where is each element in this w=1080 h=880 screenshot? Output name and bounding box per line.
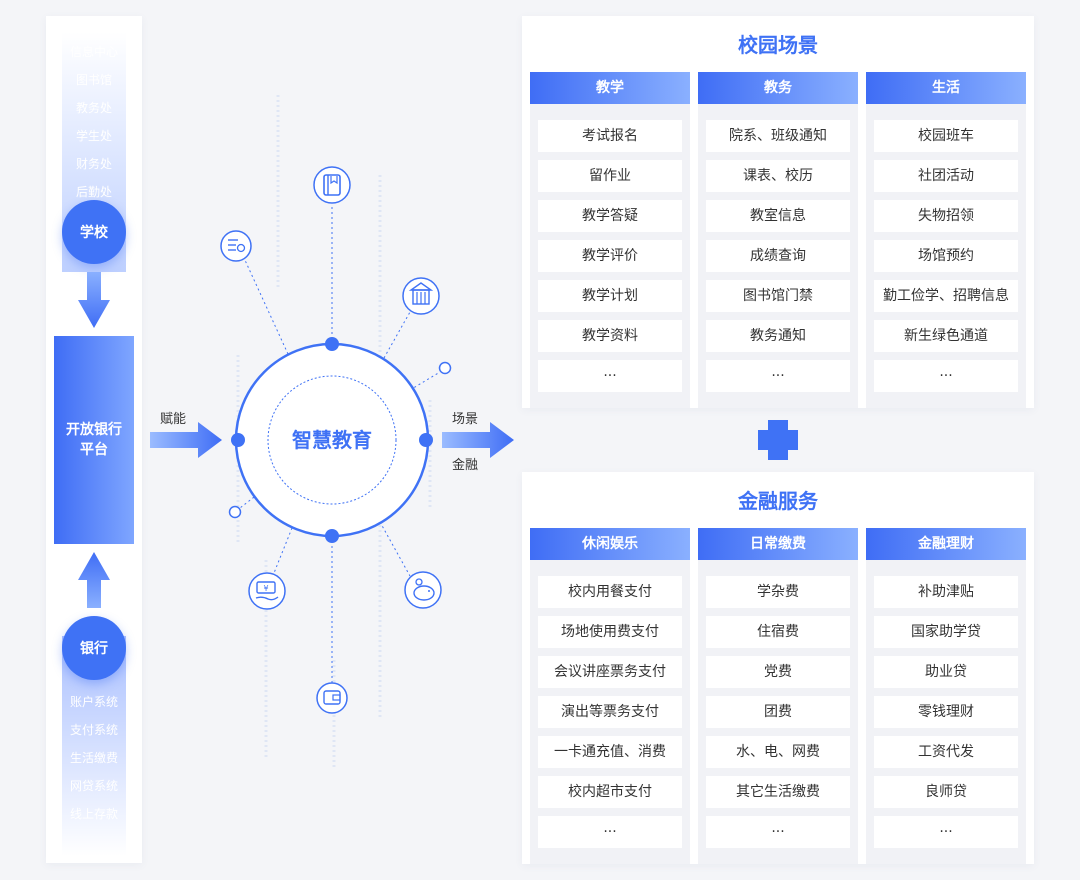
list-item[interactable]: 课表、校历 [706, 160, 850, 192]
finance-service-panel: 金融服务 休闲娱乐 校内用餐支付 场地使用费支付 会议讲座票务支付 演出等票务支… [522, 472, 1034, 864]
list-item[interactable]: 校内超市支付 [538, 776, 682, 808]
list-item[interactable]: 教室信息 [706, 200, 850, 232]
list-item[interactable]: 团费 [706, 696, 850, 728]
campus-title: 校园场景 [738, 33, 818, 57]
list-item[interactable]: 教学评价 [538, 240, 682, 272]
arrow-up-icon [78, 552, 110, 608]
scene-label: 场景 [452, 412, 479, 427]
campus-column-affairs: 教务 院系、班级通知 课表、校历 教室信息 成绩查询 图书馆门禁 教务通知 ··… [698, 72, 858, 408]
bank-item: 账户系统 [69, 695, 118, 709]
list-item[interactable]: 成绩查询 [706, 240, 850, 272]
empower-label: 赋能 [160, 412, 187, 427]
list-item[interactable]: 社团活动 [874, 160, 1018, 192]
list-item[interactable]: 勤工俭学、招聘信息 [874, 280, 1018, 312]
list-item[interactable]: 教学资料 [538, 320, 682, 352]
bank-item: 支付系统 [69, 723, 118, 737]
list-item[interactable]: 留作业 [538, 160, 682, 192]
list-item[interactable]: 水、电、网费 [706, 736, 850, 768]
list-item[interactable]: 教务通知 [706, 320, 850, 352]
list-item[interactable]: 国家助学贷 [874, 616, 1018, 648]
list-item[interactable]: 助业贷 [874, 656, 1018, 688]
plus-icon-bar [758, 430, 798, 450]
bank-system-list: 账户系统 支付系统 生活缴费 网贷系统 线上存款 [46, 688, 142, 828]
list-item[interactable]: 党费 [706, 656, 850, 688]
finance-title: 金融服务 [738, 489, 818, 513]
campus-scene-panel: 校园场景 教学 考试报名 留作业 教学答疑 教学评价 教学计划 教学资料 ···… [522, 16, 1034, 408]
school-item: 学生处 [75, 129, 112, 143]
platform-line2: 平台 [80, 442, 108, 458]
piggy-bank-icon [404, 571, 442, 609]
school-item: 后勤处 [75, 185, 112, 199]
more-item[interactable]: ··· [706, 816, 850, 848]
list-item[interactable]: 新生绿色通道 [874, 320, 1018, 352]
bank-node: 银行 [62, 616, 126, 680]
list-item[interactable]: 校园班车 [874, 120, 1018, 152]
list-item[interactable]: 良师贷 [874, 776, 1018, 808]
bank-item: 线上存款 [69, 807, 118, 821]
list-item[interactable]: 一卡通充值、消费 [538, 736, 682, 768]
list-item[interactable]: 图书馆门禁 [706, 280, 850, 312]
list-item[interactable]: 教学答疑 [538, 200, 682, 232]
finance-column-leisure: 休闲娱乐 校内用餐支付 场地使用费支付 会议讲座票务支付 演出等票务支付 一卡通… [530, 528, 690, 864]
more-item[interactable]: ··· [538, 816, 682, 848]
settings-list-icon [220, 230, 252, 262]
column-header: 休闲娱乐 [530, 528, 690, 560]
list-item[interactable]: 场地使用费支付 [538, 616, 682, 648]
column-header: 生活 [866, 72, 1026, 104]
hub-inner-ring [267, 375, 397, 505]
school-item: 图书馆 [75, 73, 112, 87]
list-item[interactable]: 补助津贴 [874, 576, 1018, 608]
campus-column-teaching: 教学 考试报名 留作业 教学答疑 教学评价 教学计划 教学资料 ··· [530, 72, 690, 408]
list-item[interactable]: 校内用餐支付 [538, 576, 682, 608]
column-header: 日常缴费 [698, 528, 858, 560]
list-item[interactable]: 住宿费 [706, 616, 850, 648]
list-item[interactable]: 教学计划 [538, 280, 682, 312]
open-banking-platform: 开放银行 平台 [54, 336, 134, 544]
arrow-down-icon [78, 272, 110, 328]
building-icon [402, 277, 440, 315]
empower-arrow-icon [150, 422, 222, 458]
list-item[interactable]: 工资代发 [874, 736, 1018, 768]
list-item[interactable]: 学杂费 [706, 576, 850, 608]
column-header: 金融理财 [866, 528, 1026, 560]
wallet-icon [316, 682, 348, 714]
book-icon [313, 166, 351, 204]
bank-item: 生活缴费 [69, 751, 118, 765]
column-header: 教学 [530, 72, 690, 104]
school-item: 信息中心 [69, 45, 118, 59]
more-item[interactable]: ··· [874, 360, 1018, 392]
svg-text:¥: ¥ [263, 584, 268, 593]
school-department-list: 信息中心 图书馆 教务处 学生处 财务处 后勤处 [46, 38, 142, 206]
school-item: 教务处 [75, 101, 112, 115]
list-item[interactable]: 演出等票务支付 [538, 696, 682, 728]
list-item[interactable]: 院系、班级通知 [706, 120, 850, 152]
yuan-card-icon: ¥ [248, 572, 286, 610]
list-item[interactable]: 零钱理财 [874, 696, 1018, 728]
school-node: 学校 [62, 200, 126, 264]
list-item[interactable]: 其它生活缴费 [706, 776, 850, 808]
more-item[interactable]: ··· [538, 360, 682, 392]
campus-column-life: 生活 校园班车 社团活动 失物招领 场馆预约 勤工俭学、招聘信息 新生绿色通道 … [866, 72, 1026, 408]
list-item[interactable]: 场馆预约 [874, 240, 1018, 272]
hub-title: 智慧教育 [292, 428, 372, 452]
list-item[interactable]: 会议讲座票务支付 [538, 656, 682, 688]
school-item: 财务处 [75, 157, 112, 171]
more-item[interactable]: ··· [706, 360, 850, 392]
finance-column-payments: 日常缴费 学杂费 住宿费 党费 团费 水、电、网费 其它生活缴费 ··· [698, 528, 858, 864]
finance-label: 金融 [452, 458, 479, 473]
list-item[interactable]: 失物招领 [874, 200, 1018, 232]
more-item[interactable]: ··· [874, 816, 1018, 848]
scene-arrow-icon [442, 422, 514, 458]
finance-column-wealth: 金融理财 补助津贴 国家助学贷 助业贷 零钱理财 工资代发 良师贷 ··· [866, 528, 1026, 864]
column-header: 教务 [698, 72, 858, 104]
bank-item: 网贷系统 [69, 779, 118, 793]
platform-line1: 开放银行 [66, 422, 122, 438]
list-item[interactable]: 考试报名 [538, 120, 682, 152]
